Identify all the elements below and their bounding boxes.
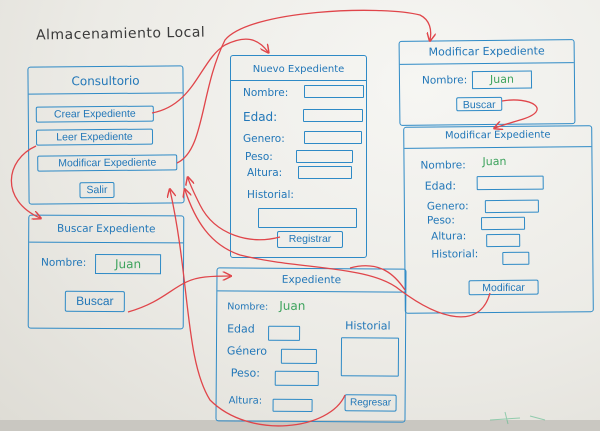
title-divider: [404, 146, 592, 149]
peso-input[interactable]: [296, 150, 353, 163]
buscar-expediente-window: Buscar Expediente Nombre: Juan Buscar: [27, 214, 185, 330]
nombre-input[interactable]: [304, 85, 364, 98]
historial-label: Historial:: [247, 189, 294, 201]
altura-label: Altura:: [247, 167, 283, 179]
edad-input[interactable]: [303, 109, 363, 122]
peso-label: Peso:: [245, 151, 273, 163]
altura-input[interactable]: [272, 398, 313, 413]
nombre-label: Nombre:: [227, 301, 269, 313]
nombre-label: Nombre:: [420, 159, 466, 172]
title-divider: [231, 80, 366, 81]
edad-label: Edad:: [243, 110, 278, 124]
edad-label: Edad: [227, 322, 255, 336]
expediente-window: Expediente Nombre: Juan Edad Género Peso…: [215, 267, 407, 423]
nuevo-expediente-window: Nuevo Expediente Nombre: Edad: Genero: P…: [230, 55, 367, 258]
title-divider: [399, 62, 574, 65]
buscar-button[interactable]: Buscar: [64, 290, 125, 313]
registrar-button[interactable]: Registrar: [277, 231, 343, 248]
genero-label: Genero:: [426, 200, 469, 213]
historial-input[interactable]: [258, 208, 357, 228]
title-divider: [217, 290, 406, 293]
consultorio-title: Consultorio: [71, 73, 140, 89]
nombre-label: Nombre:: [243, 87, 289, 99]
regresar-button[interactable]: Regresar: [344, 394, 397, 412]
leer-expediente-button[interactable]: Leer Expediente: [35, 128, 154, 146]
nombre-value: Juan: [279, 298, 306, 313]
modificar-expediente-button[interactable]: Modificar Expediente: [37, 154, 178, 172]
historial-label: Historial: [345, 319, 391, 333]
expediente-title: Expediente: [281, 273, 342, 287]
peso-input[interactable]: [480, 216, 526, 231]
nombre-label: Nombre:: [41, 256, 87, 269]
nombre-label: Nombre:: [421, 74, 468, 87]
buscar-expediente-title: Buscar Expediente: [56, 222, 156, 236]
nombre-input[interactable]: Juan: [471, 70, 533, 90]
modificar-form-title: Modificar Expediente: [444, 129, 551, 142]
genero-input[interactable]: [304, 131, 362, 144]
altura-label: Altura:: [431, 230, 467, 243]
altura-input[interactable]: [486, 233, 521, 248]
modificar-form-window: Modificar Expediente Nombre: Juan Edad: …: [403, 125, 594, 314]
genero-label: Género: [226, 344, 268, 358]
altura-input[interactable]: [298, 166, 352, 179]
diagram-title: Almacenamiento Local: [35, 24, 206, 44]
crear-expediente-button[interactable]: Crear Expediente: [35, 105, 154, 123]
altura-label: Altura:: [228, 395, 263, 407]
peso-label: Peso:: [230, 366, 261, 380]
title-divider: [29, 241, 184, 244]
peso-label: Peso:: [426, 214, 455, 227]
historial-label: Historial:: [431, 248, 479, 261]
modificar-buscar-window: Modificar Expediente Nombre: Juan Buscar: [398, 39, 576, 126]
modificar-buscar-title: Modificar Expediente: [428, 44, 545, 59]
salir-button[interactable]: Salir: [79, 181, 115, 199]
historial-input[interactable]: [340, 337, 400, 377]
edad-label: Edad:: [424, 179, 457, 193]
nombre-input[interactable]: Juan: [94, 253, 162, 275]
edad-input[interactable]: [476, 175, 544, 191]
title-divider: [28, 92, 183, 95]
modificar-button[interactable]: Modificar: [468, 279, 539, 296]
genero-input[interactable]: [484, 199, 539, 214]
nombre-value: Juan: [482, 154, 507, 169]
nuevo-expediente-title: Nuevo Expediente: [252, 64, 345, 75]
historial-input[interactable]: [502, 251, 530, 265]
genero-label: Genero:: [243, 133, 285, 145]
buscar-button[interactable]: Buscar: [456, 96, 503, 112]
genero-input[interactable]: [280, 348, 317, 365]
edad-input[interactable]: [268, 325, 301, 341]
consultorio-window: Consultorio Crear Expediente Leer Expedi…: [27, 65, 185, 205]
peso-input[interactable]: [274, 370, 319, 387]
